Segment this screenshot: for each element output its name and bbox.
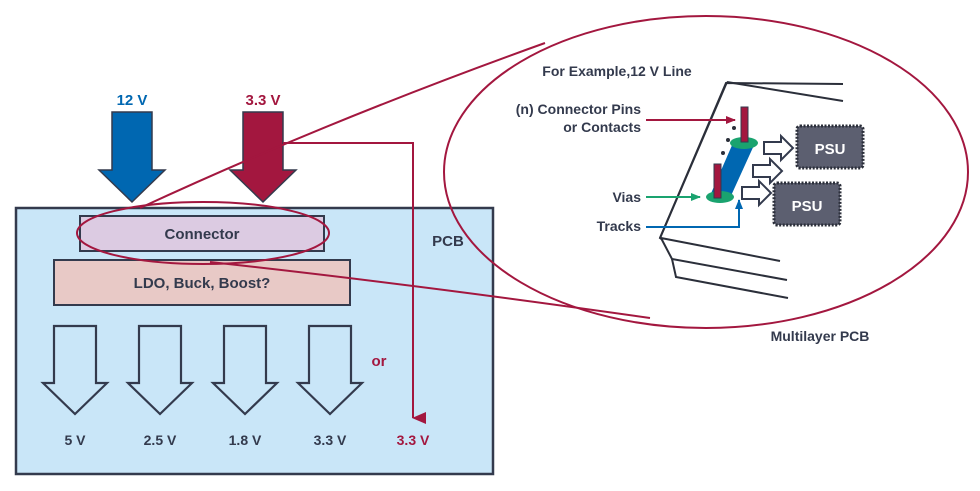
input-12v-arrow-icon — [97, 111, 167, 204]
pcb-label: PCB — [432, 233, 464, 250]
output-arrow-2v5-icon — [125, 324, 195, 416]
input-12v-label: 12 V — [117, 92, 148, 109]
converter-label: LDO, Buck, Boost? — [134, 275, 271, 292]
output-arrows — [40, 324, 365, 416]
pin-dot-icon — [726, 138, 730, 142]
pin-bottom-icon — [713, 163, 722, 199]
tracks-pointer-arrow — [646, 199, 743, 228]
connector-label: Connector — [165, 226, 240, 243]
output-label-3v3: 3.3 V — [314, 432, 347, 448]
pin-top-icon — [740, 106, 749, 143]
connector-highlight-ellipse — [76, 201, 330, 265]
converter-block — [53, 259, 351, 306]
feed-arrow-icon — [763, 133, 795, 163]
psu-chip-top: PSU — [795, 124, 865, 170]
psu-feed-arrows — [741, 133, 795, 208]
multilayer-pcb-outline — [658, 81, 844, 299]
feed-arrow-icon — [752, 156, 784, 186]
psu-bottom-label: PSU — [792, 198, 823, 215]
connector-block — [79, 215, 325, 252]
feed-arrow-icon — [741, 178, 773, 208]
pins-label-line1: (n) Connector Pins — [516, 101, 641, 117]
direct-3v3-route — [283, 142, 426, 424]
direct-output-label-3v3: 3.3 V — [397, 432, 430, 448]
tracks-label: Tracks — [597, 218, 642, 234]
input-3v3-label: 3.3 V — [245, 92, 280, 109]
callout-line-bottom — [209, 261, 651, 319]
output-label-5v: 5 V — [64, 432, 86, 448]
or-label: or — [372, 353, 387, 370]
input-3v3-arrow-icon — [228, 111, 298, 204]
output-arrow-3v3-icon — [295, 324, 365, 416]
detail-caption: Multilayer PCB — [771, 328, 870, 344]
vias-label: Vias — [612, 189, 641, 205]
pin-dot-icon — [732, 126, 736, 130]
pin-dot-icon — [721, 151, 725, 155]
output-arrow-5v-icon — [40, 324, 110, 416]
psu-chip-bottom: PSU — [772, 181, 842, 227]
detail-title: For Example,12 V Line — [542, 63, 692, 79]
via-top-icon — [730, 137, 758, 149]
output-label-2v5: 2.5 V — [144, 432, 177, 448]
output-label-1v8: 1.8 V — [229, 432, 262, 448]
pins-label-line2: or Contacts — [563, 119, 641, 135]
psu-top-label: PSU — [815, 141, 846, 158]
detail-ellipse — [443, 15, 969, 329]
output-arrow-1v8-icon — [210, 324, 280, 416]
callout-line-top — [139, 42, 546, 209]
